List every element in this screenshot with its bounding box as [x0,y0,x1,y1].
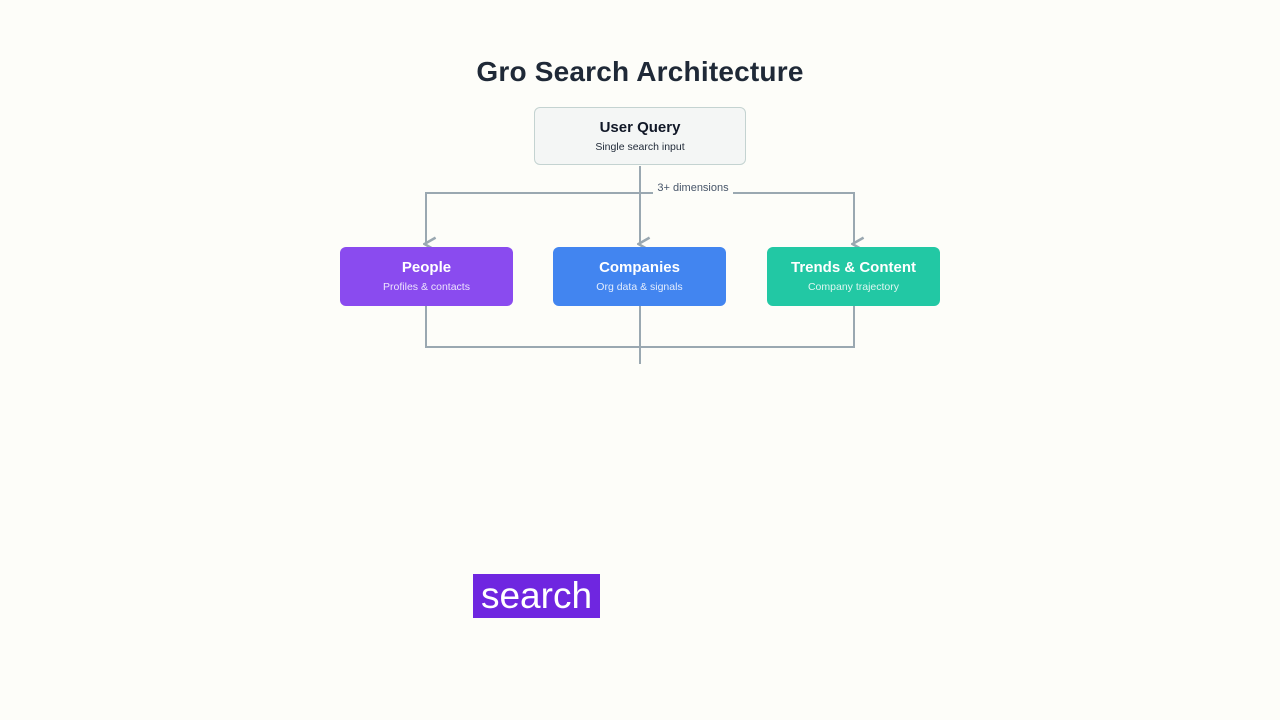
node-companies-title: Companies [599,259,680,276]
node-companies: Companies Org data & signals [553,247,726,306]
node-people-subtitle: Profiles & contacts [383,281,470,293]
node-trends-content-subtitle: Company trajectory [807,281,900,293]
node-user-query-title: User Query [599,118,681,136]
caption-overlay: search [473,574,600,618]
edge-label-dimensions: 3+ dimensions [653,180,733,196]
node-user-query-subtitle: Single search input [595,140,685,153]
node-people: People Profiles & contacts [340,247,513,306]
diagram-title: Gro Search Architecture [476,56,804,87]
node-companies-subtitle: Org data & signals [596,281,683,293]
node-trends-content: Trends & Content Company trajectory [767,247,940,306]
node-people-title: People [401,259,452,276]
node-trends-content-title: Trends & Content [790,259,916,276]
node-user-query: User Query Single search input [534,107,746,165]
